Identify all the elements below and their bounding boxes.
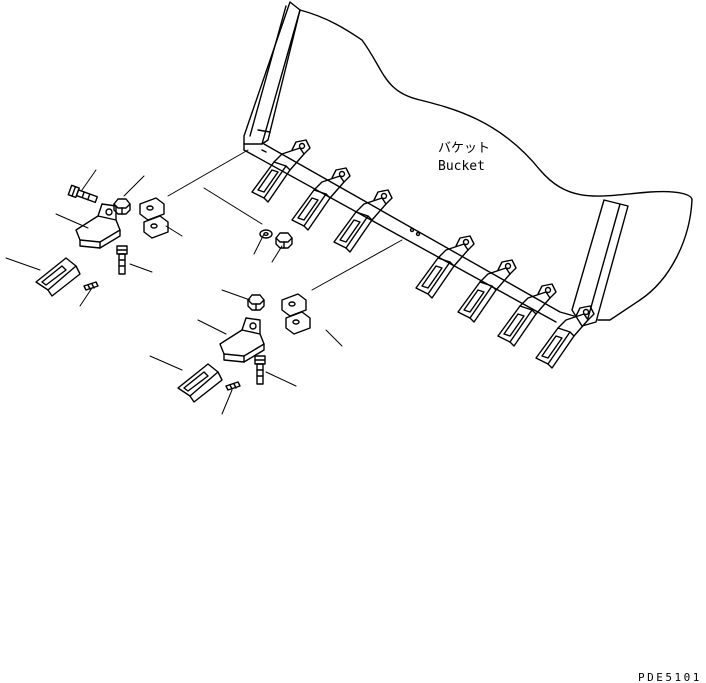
leader-nut-lower: [222, 290, 250, 300]
nut-lower: [247, 294, 265, 311]
leader-bolt-left-top: [82, 170, 96, 190]
leader-adapter-lower: [198, 320, 226, 334]
tip-lower: [177, 363, 223, 403]
bucket-top-edge: [300, 10, 692, 200]
leader-nut-center: [272, 246, 282, 262]
washer-center: [260, 230, 272, 238]
bucket: [244, 2, 692, 326]
exploded-group-lower: [177, 293, 311, 403]
bucket-left-side-plate: [244, 2, 300, 144]
leader-washer-center: [254, 234, 264, 254]
leader-tip-lower: [150, 356, 182, 370]
tooth-5: [457, 259, 517, 323]
assembly-lines: [168, 150, 402, 290]
tip-left: [35, 257, 81, 297]
center-hardware: [260, 230, 293, 249]
bucket-right-edge: [598, 200, 692, 320]
guide-line-middle: [204, 188, 262, 224]
plates-left: [139, 197, 169, 239]
plates-lower: [281, 293, 311, 335]
mounted-teeth: [251, 139, 595, 369]
bucket-label-jp: バケット: [438, 141, 490, 156]
tooth-3: [333, 189, 393, 253]
leader-nut-left: [124, 176, 144, 196]
exploded-group-left: [35, 184, 169, 297]
leader-plates-lower: [326, 330, 342, 346]
tooth-4: [415, 235, 475, 299]
pin-lower: [225, 381, 241, 391]
cutting-edge: [264, 144, 574, 316]
leader-adapter-left: [56, 214, 88, 228]
bucket-label-en: Bucket: [438, 159, 485, 174]
guide-line-upper: [168, 150, 248, 196]
leader-pin-lower: [222, 390, 232, 414]
leader-bolt-left-bottom: [130, 264, 152, 272]
leader-lines: [6, 170, 342, 414]
guide-line-lower: [312, 240, 402, 290]
leader-bolt-lower: [266, 372, 296, 386]
leader-plates-left: [166, 226, 182, 236]
bolt-lower: [254, 355, 266, 385]
leader-pin-left: [80, 288, 92, 306]
bucket-left-plate-edge: [262, 10, 300, 144]
bucket-right-side-plate: [572, 200, 628, 326]
bolt-left-bottom: [116, 245, 128, 275]
leader-tip-left: [6, 258, 40, 270]
tooth-2: [291, 167, 351, 231]
nut-center: [275, 232, 293, 249]
figure-code: PDE5101: [638, 671, 702, 683]
